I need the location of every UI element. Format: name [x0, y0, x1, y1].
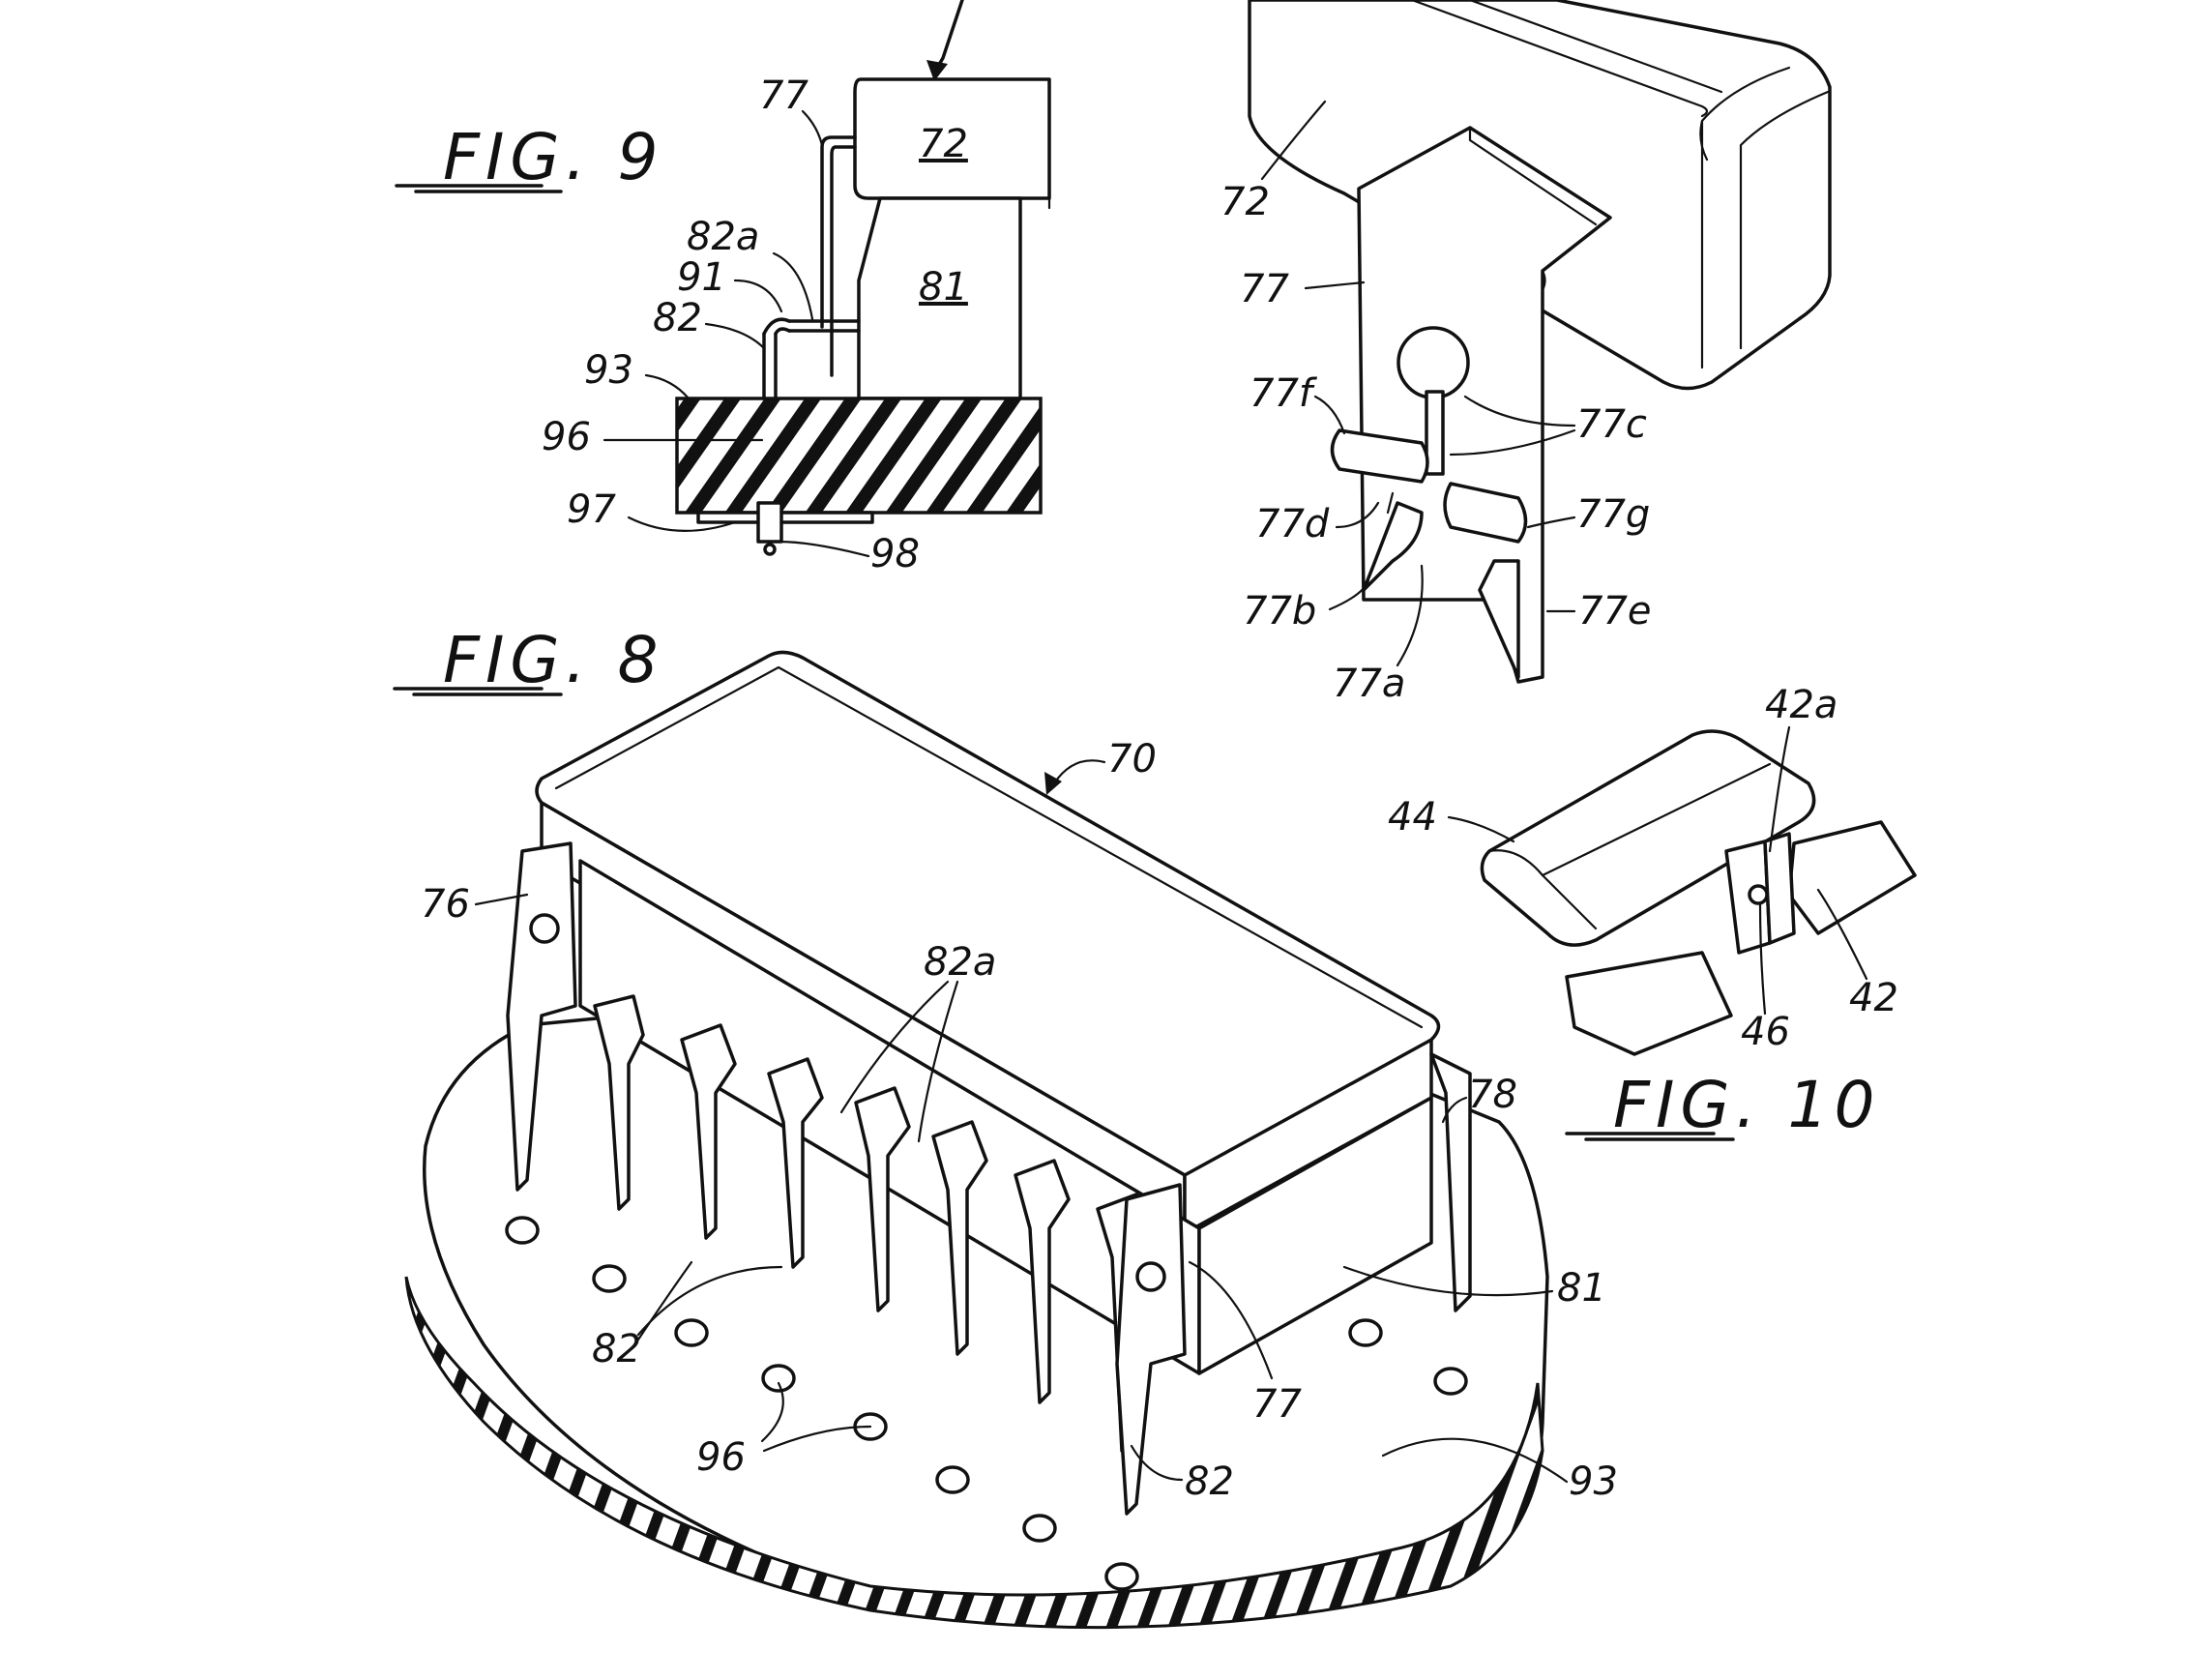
detail-label-77f: 77f: [1250, 371, 1318, 416]
detail-label-77d: 77d: [1255, 502, 1330, 546]
fig9-title: FIG. 9: [395, 120, 664, 194]
fig9-cross-section: [675, 0, 1051, 556]
fig10-label-42: 42: [1849, 976, 1898, 1020]
fig8-label-82a: 82a: [924, 940, 996, 985]
detail-label-77: 77: [1240, 267, 1289, 311]
detail-label-77g: 77g: [1576, 492, 1650, 537]
fig10-title-text: FIG. 10: [1613, 1068, 1881, 1142]
fig8-title-text: FIG. 8: [443, 623, 664, 697]
fig9-label-98: 98: [870, 532, 920, 576]
fig9-label-82: 82: [653, 296, 702, 340]
fig8-labels: 70 76 82a 78 81 82 77 96 82 93: [421, 737, 1618, 1504]
fig10-perspective: [1480, 729, 1917, 1056]
fig8-leads: [593, 994, 1153, 1453]
detail-label-77b: 77b: [1243, 589, 1316, 634]
fig8-label-81: 81: [1557, 1266, 1606, 1311]
fig9-label-77: 77: [759, 74, 808, 118]
fig9-label-82a: 82a: [687, 215, 759, 259]
fig8-perspective: [404, 650, 1549, 1630]
board-holes: [505, 1216, 1468, 1591]
fig9-title-text: FIG. 9: [443, 120, 664, 194]
fig8-label-77: 77: [1252, 1382, 1302, 1427]
fig8-label-70: 70: [1107, 737, 1157, 781]
fig10-title: FIG. 10: [1565, 1068, 1881, 1142]
clip-detail-labels: 72 77 77f 77c 77d 77g 77b 77e 77a: [1220, 100, 1652, 706]
fig8-label-76: 76: [421, 882, 470, 927]
fig9-label-96: 96: [542, 415, 591, 459]
fig9-label-93: 93: [584, 348, 633, 393]
fig9-label-72: 72: [919, 122, 968, 166]
fig8-label-96: 96: [696, 1435, 746, 1480]
fig8-title: FIG. 8: [393, 623, 664, 697]
fig9-label-81: 81: [919, 265, 968, 309]
fig8-label-78: 78: [1468, 1073, 1517, 1117]
fig10-label-44: 44: [1388, 795, 1437, 840]
fig8-label-82-left: 82: [592, 1327, 641, 1371]
fig10-label-46: 46: [1741, 1010, 1790, 1054]
fig8-label-82-right: 82: [1185, 1459, 1234, 1504]
detail-label-77e: 77e: [1578, 589, 1652, 634]
detail-label-77a: 77a: [1333, 662, 1405, 706]
fig9-labels: 77 72 81 82a 91 82 93 96 97 98: [542, 74, 968, 576]
clip-detail: [1248, 0, 1832, 684]
fig8-label-93: 93: [1569, 1459, 1618, 1504]
fig10-labels: 42a 44 46 42: [1388, 683, 1898, 1054]
detail-label-77c: 77c: [1576, 402, 1647, 447]
detail-label-72: 72: [1220, 180, 1270, 224]
fig10-label-42a: 42a: [1765, 683, 1838, 727]
fig9-label-97: 97: [567, 487, 616, 532]
fig9-label-91: 91: [677, 255, 726, 300]
